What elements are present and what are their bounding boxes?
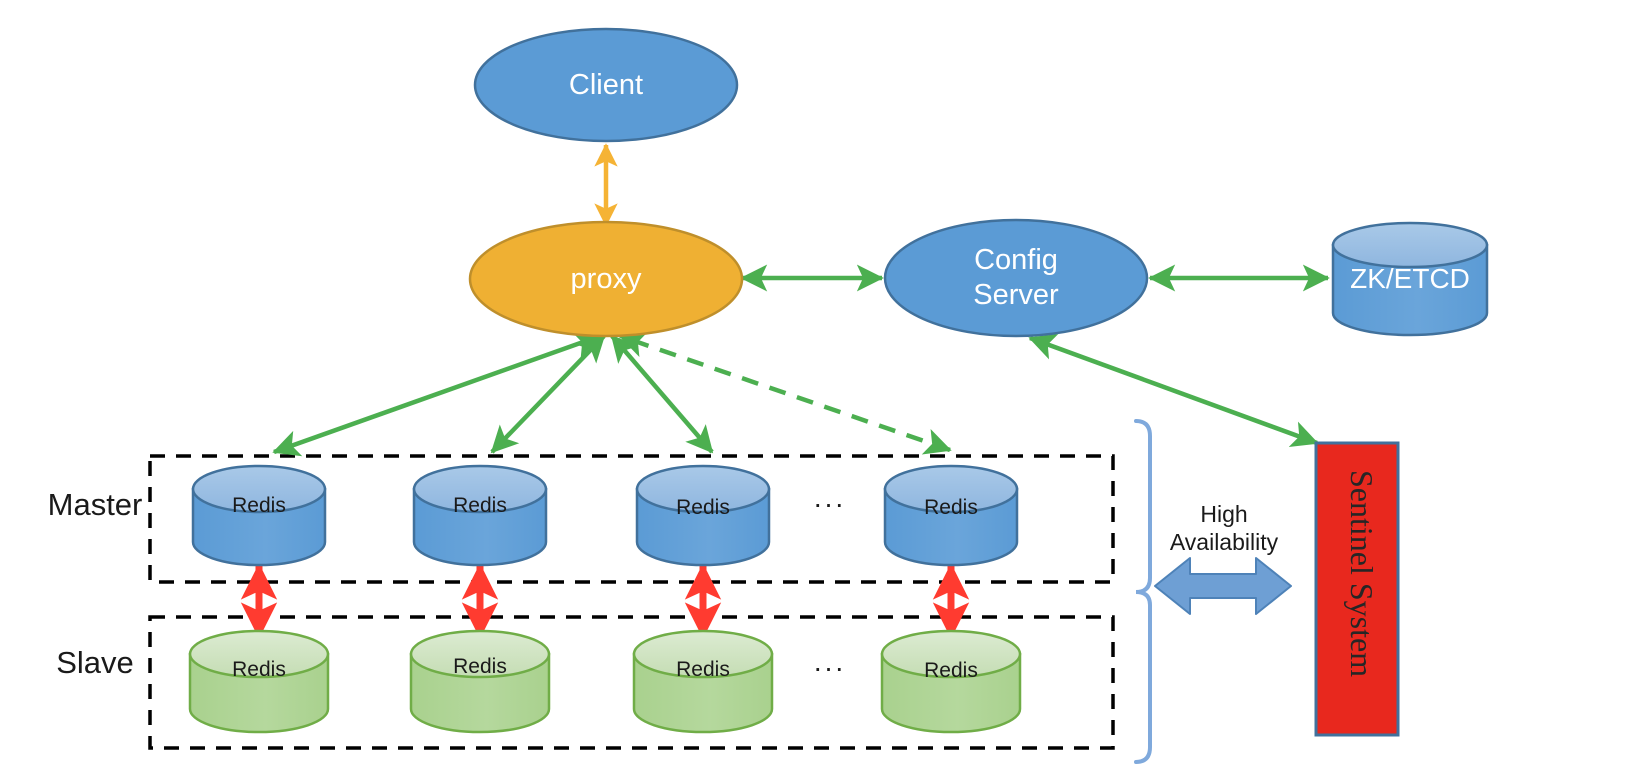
master-redis-1[interactable] [191, 464, 327, 567]
slave-redis-2[interactable] [409, 629, 551, 734]
cluster-brace [1134, 419, 1152, 764]
slave-redis-3[interactable] [632, 629, 774, 734]
high-availability-arrow [1154, 557, 1292, 615]
master-redis-2[interactable] [412, 464, 548, 567]
edge-master3-proxy [610, 334, 714, 454]
zk-etcd-node[interactable] [1331, 221, 1489, 337]
edge-master4-proxy [618, 331, 952, 455]
master-group-box [148, 454, 1115, 584]
master-redis-4[interactable] [883, 464, 1019, 567]
edge-master2-proxy [490, 334, 606, 454]
slave-redis-4[interactable] [880, 629, 1022, 734]
slave-redis-1[interactable] [188, 629, 330, 734]
proxy-node[interactable] [468, 220, 744, 338]
client-node[interactable] [473, 27, 739, 143]
slave-group-box [148, 615, 1115, 750]
sentinel-system-box[interactable] [1314, 441, 1400, 737]
config-server-node[interactable] [883, 218, 1149, 338]
master-redis-3[interactable] [635, 464, 771, 567]
edge-configserver-sentinel [1028, 333, 1319, 448]
